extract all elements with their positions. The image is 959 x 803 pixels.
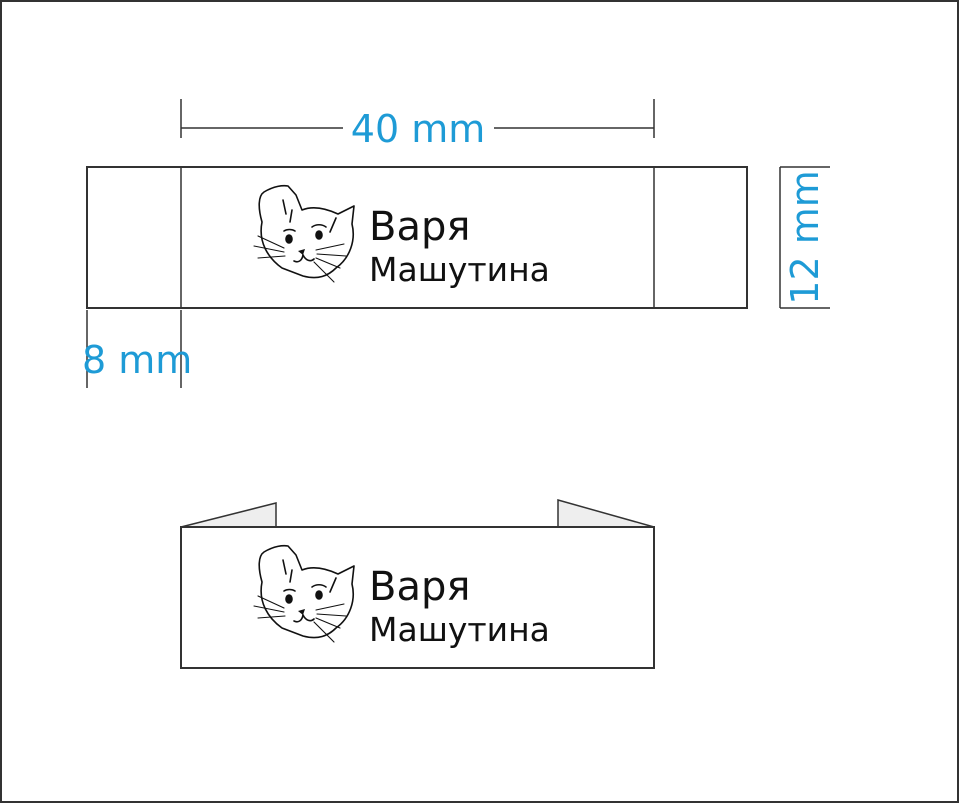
height-dimension-label: 12 mm xyxy=(783,170,827,304)
flat-label-outline xyxy=(86,166,748,309)
width-dimension-label: 40 mm xyxy=(351,107,485,151)
folded-label-outline xyxy=(180,526,655,669)
fold-dimension: 8 mm xyxy=(82,310,192,388)
height-dimension: 12 mm xyxy=(779,166,830,309)
folded-label: Варя Машутина xyxy=(180,499,655,669)
label-first-name: Варя xyxy=(369,204,470,250)
folded-label-first-name: Варя xyxy=(369,564,470,610)
flat-label: Варя Машутина xyxy=(86,166,748,309)
label-last-name: Машутина xyxy=(369,250,550,289)
fold-dimension-label: 8 mm xyxy=(82,338,192,382)
width-dimension: 40 mm xyxy=(180,99,655,151)
folded-label-last-name: Машутина xyxy=(369,610,550,649)
